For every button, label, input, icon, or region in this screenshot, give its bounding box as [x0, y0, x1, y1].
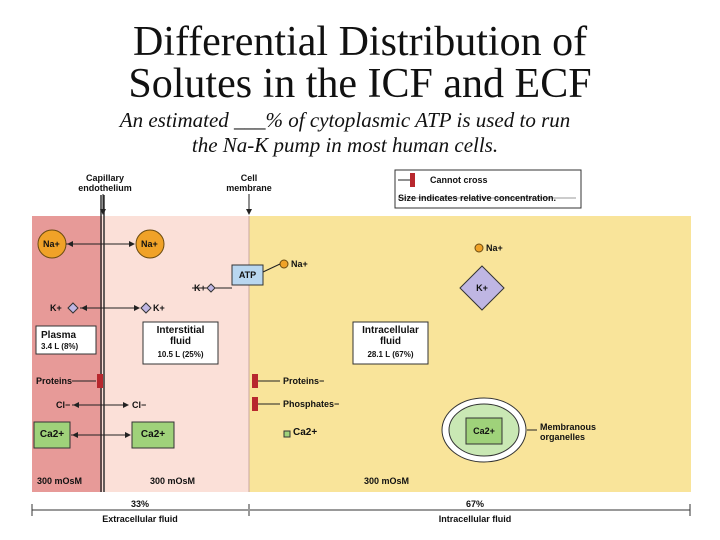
osm-interstitial: 300 mOsM	[150, 476, 196, 486]
plasma-volume: 3.4 L (8%)	[41, 342, 79, 351]
phosphates-barrier	[252, 397, 258, 411]
ca-icf-small-label: Ca2+	[293, 427, 318, 438]
osm-intracellular: 300 mOsM	[364, 476, 410, 486]
k-pump-label: K+	[194, 283, 206, 293]
ca-organelle-label: Ca2+	[473, 426, 495, 436]
membrane-label-line2: membrane	[226, 183, 272, 193]
k-interstitial-ion	[140, 302, 152, 314]
phosphates-icf-label: Phosphates−	[283, 399, 340, 409]
subtitle-line-2: the Na-K pump in most human cells.	[191, 133, 499, 157]
k-pump-ion	[206, 283, 216, 293]
legend-cannot-cross-icon	[410, 173, 415, 187]
proteins-barrier-membrane	[252, 374, 258, 388]
na-interstitial-label: Na+	[141, 239, 158, 249]
capillary-label-line1: Capillary	[85, 173, 125, 183]
ecf-percent: 33%	[120, 499, 160, 509]
cl-interstitial-label: Cl−	[132, 400, 147, 410]
plasma-box	[35, 325, 97, 355]
k-interstitial-label: K+	[153, 303, 165, 313]
membrane-label-line1: Cell	[240, 173, 258, 183]
cl-plasma-label: Cl−	[56, 400, 71, 410]
ca-interstitial-label: Ca2+	[140, 429, 166, 440]
na-icf-ion	[474, 243, 484, 253]
proteins-plasma-label: Proteins	[36, 376, 73, 386]
legend-box	[394, 169, 582, 209]
osm-plasma: 300 mOsM	[37, 476, 83, 486]
intracellular-box	[352, 321, 429, 365]
icf-label: Intracellular fluid	[438, 514, 512, 524]
ca-icf-small	[283, 430, 291, 438]
organelles-label-line1: Membranous	[540, 422, 597, 432]
k-plasma-label: K+	[50, 303, 62, 313]
legend-cannot-cross: Cannot cross	[430, 175, 488, 185]
atp-label: ATP	[238, 270, 257, 280]
k-icf-ion	[459, 265, 505, 311]
subtitle-line-1: An estimated ___% of cytoplasmic ATP is …	[119, 108, 571, 132]
ca-organelle	[465, 417, 503, 445]
na-icf-small-ion	[279, 259, 289, 269]
interstitial-name-line1: Interstitial	[156, 325, 205, 336]
na-plasma-label: Na+	[43, 239, 60, 249]
capillary-label-line2: endothelium	[78, 183, 132, 193]
ca-interstitial	[131, 421, 175, 449]
interstitial-name-line2: fluid	[169, 336, 192, 347]
icf-percent: 67%	[455, 499, 495, 509]
ca-plasma	[33, 421, 71, 449]
interstitial-volume: 10.5 L (25%)	[157, 350, 204, 359]
na-interstitial-ion	[135, 229, 165, 259]
na-icf-label: Na+	[486, 243, 503, 253]
organelles-label-line2: organelles	[540, 432, 586, 442]
plasma-name: Plasma	[41, 330, 77, 341]
k-icf-label: K+	[476, 283, 488, 293]
interstitial-box	[142, 321, 219, 365]
proteins-icf-label: Proteins−	[283, 376, 325, 386]
legend-size-note: Size indicates relative concentration.	[398, 193, 557, 203]
title-line-2: Solutes in the ICF and ECF	[128, 61, 592, 107]
na-icf-small-label: Na+	[291, 259, 308, 269]
intracellular-volume: 28.1 L (67%)	[367, 350, 414, 359]
intracellular-name-line1: Intracellular	[362, 325, 419, 336]
ca-plasma-label: Ca2+	[39, 429, 65, 440]
k-plasma-ion	[67, 302, 79, 314]
proteins-barrier-capillary	[97, 374, 103, 388]
ecf-label: Extracellular fluid	[102, 514, 178, 524]
title-line-1: Differential Distribution of	[132, 19, 588, 65]
atp-pump	[231, 264, 264, 286]
intracellular-name-line2: fluid	[379, 336, 402, 347]
